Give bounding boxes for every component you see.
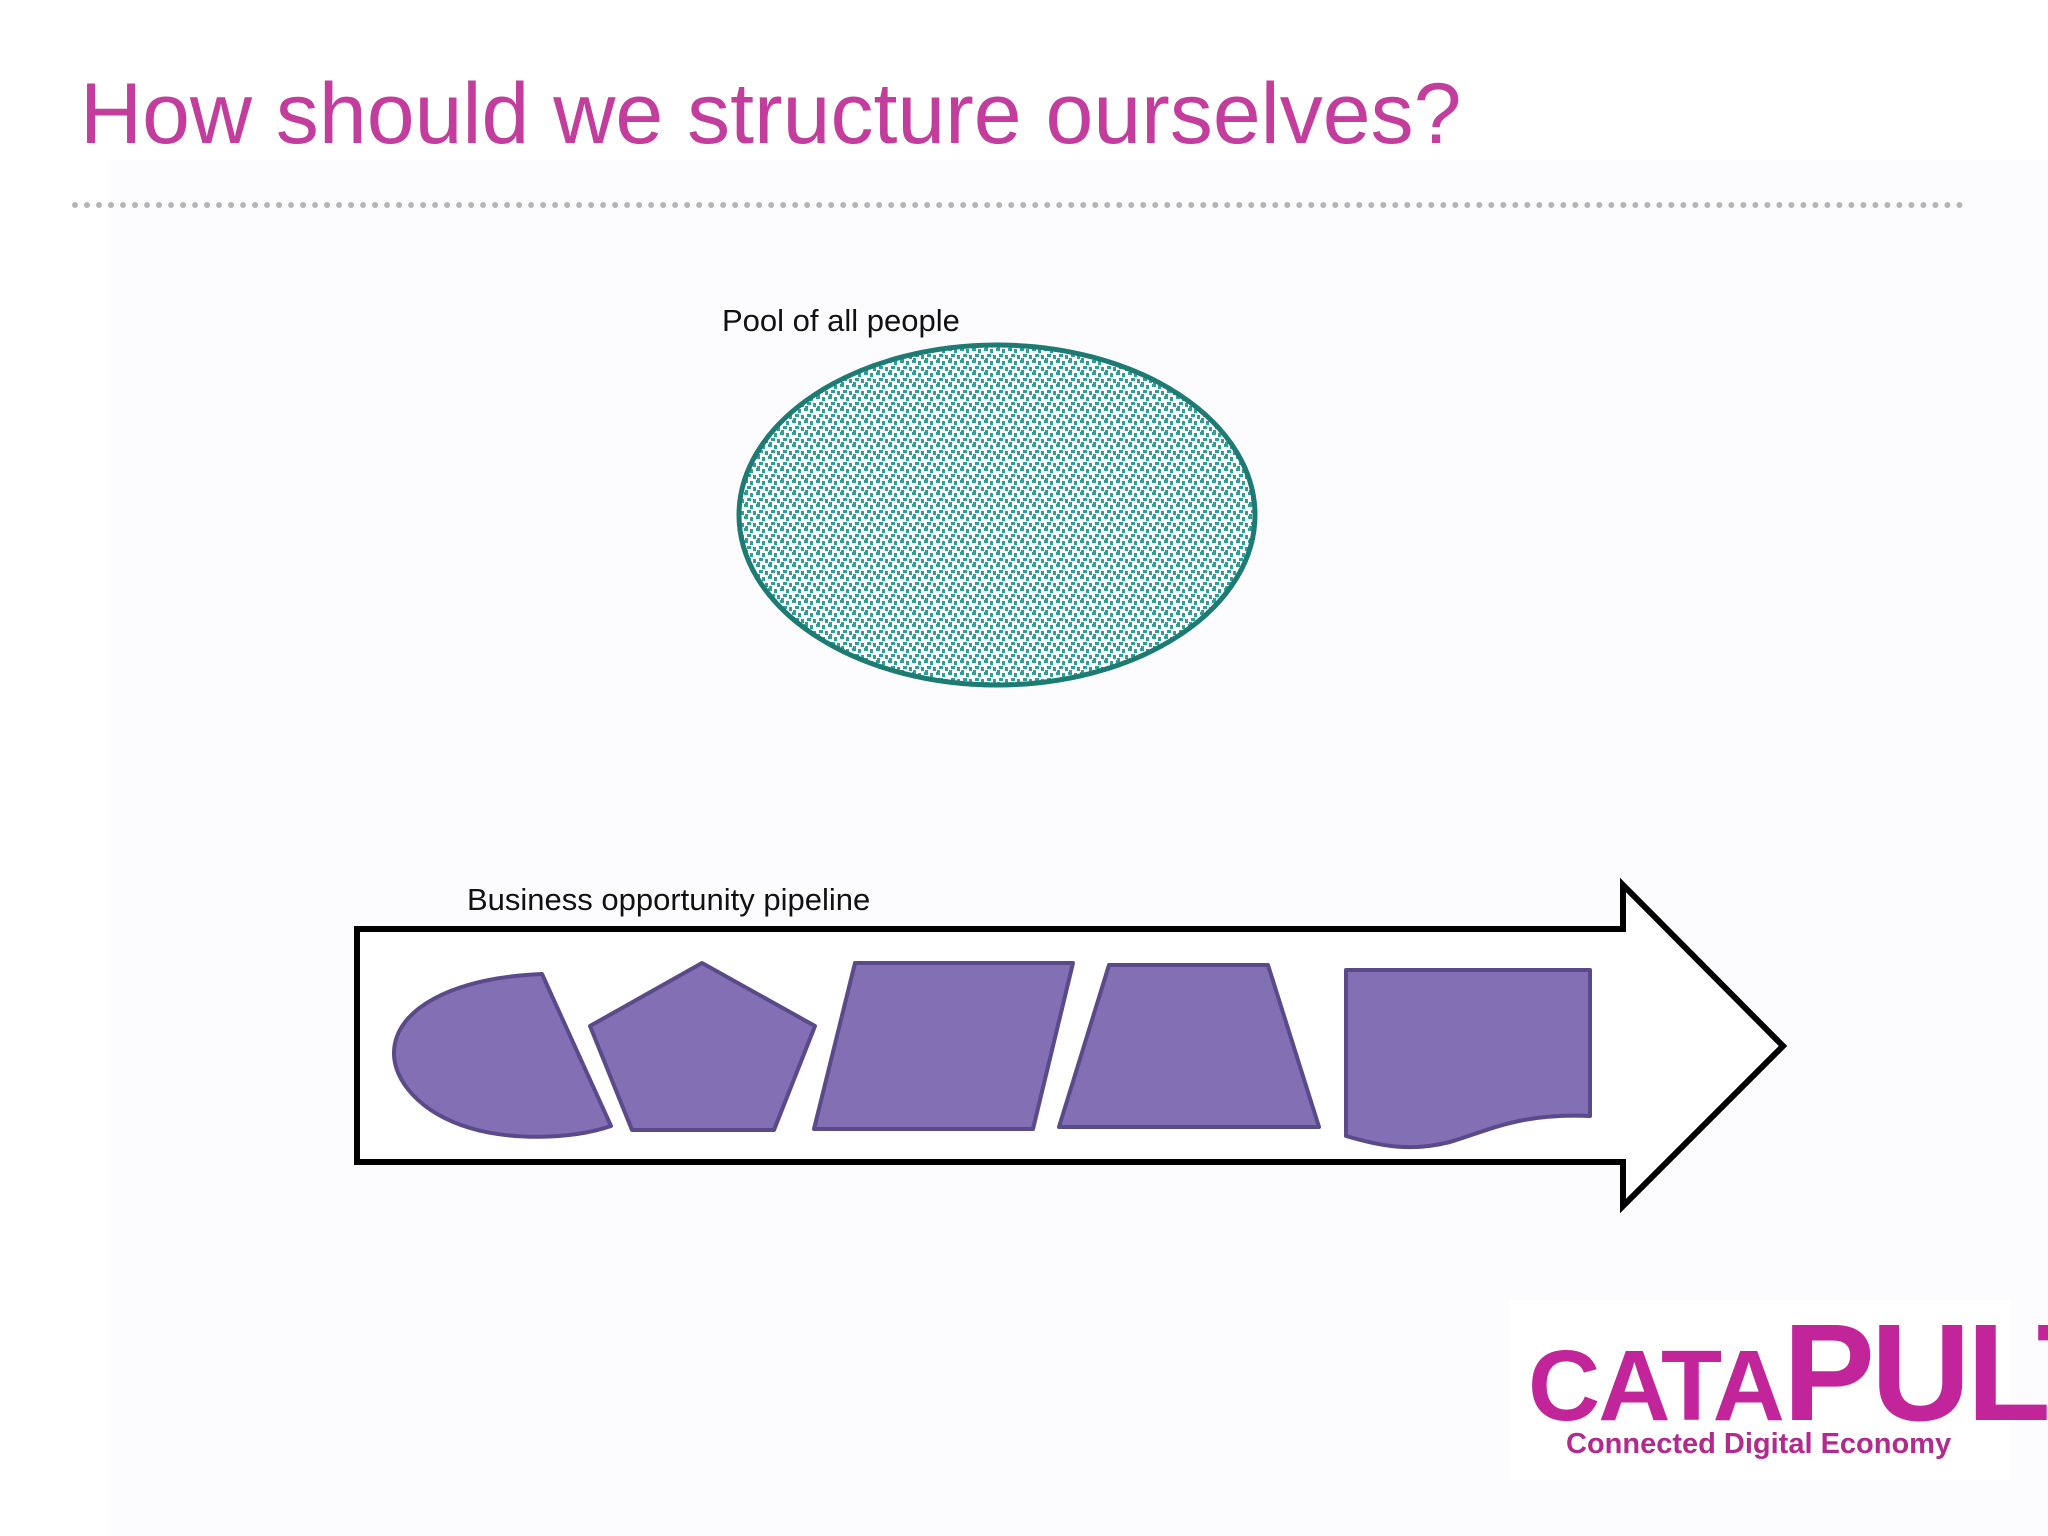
slide-title: How should we structure ourselves?: [80, 66, 1462, 162]
pool-ellipse: [736, 342, 1258, 688]
pipeline-shape-pentagon: [588, 961, 817, 1132]
logo-wordmark: CATAPULT: [1528, 1296, 2048, 1450]
pool-label: Pool of all people: [722, 303, 960, 338]
title-divider: [72, 202, 1964, 208]
catapult-logo: CATAPULT Connected Digital Economy: [1510, 1300, 2048, 1480]
pipeline-shape-document: [1344, 968, 1592, 1150]
pipeline-shape-parallelogram: [812, 961, 1075, 1131]
logo-tagline: Connected Digital Economy: [1566, 1428, 1952, 1460]
pipeline-shape-trapezoid: [1057, 963, 1321, 1129]
pipeline-shape-half-ellipse: [391, 972, 613, 1139]
pipeline-label: Business opportunity pipeline: [467, 882, 871, 917]
